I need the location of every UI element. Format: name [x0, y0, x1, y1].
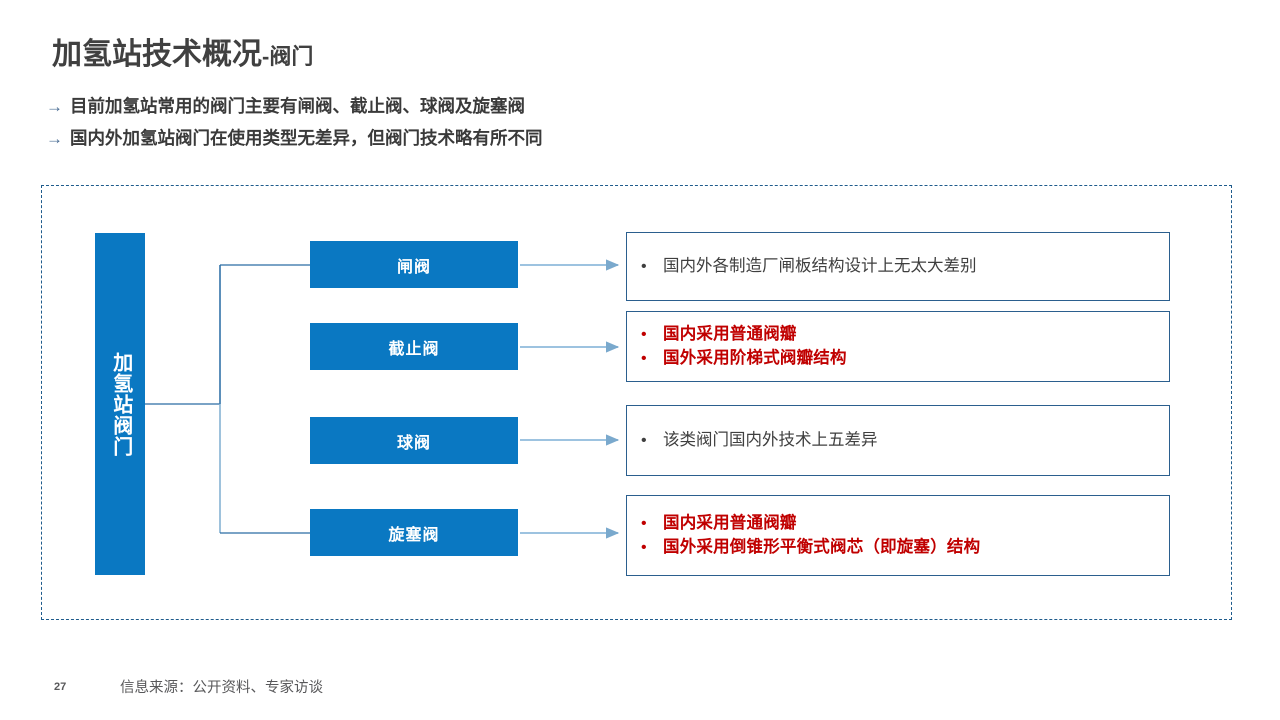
diagram-root-node[interactable]: 加氢站阀门: [95, 233, 145, 575]
header-bullet-2: → 国内外加氢站阀门在使用类型无差异，但阀门技术略有所不同: [46, 128, 543, 149]
category-box-globe-valve[interactable]: 截止阀: [310, 323, 518, 370]
category-label: 旋塞阀: [388, 526, 440, 544]
category-box-ball-valve[interactable]: 球阀: [310, 417, 518, 464]
diagram-container: [41, 185, 1232, 620]
detail-line: • 该类阀门国内外技术上五差异: [641, 429, 1169, 453]
detail-box-globe-valve[interactable]: • 国内采用普通阀瓣 • 国外采用阶梯式阀瓣结构: [626, 311, 1170, 382]
page-number: 27: [54, 681, 67, 693]
detail-line: • 国内采用普通阀瓣: [641, 512, 1169, 536]
bullet-dot-icon: •: [641, 349, 647, 367]
bullet-dot-icon: •: [641, 514, 647, 532]
detail-text: 国内采用普通阀瓣: [663, 513, 797, 532]
header-bullet-1-text: 目前加氢站常用的阀门主要有闸阀、截止阀、球阀及旋塞阀: [70, 96, 525, 116]
page-title-sub: -阀门: [262, 44, 314, 69]
detail-text: 国外采用阶梯式阀瓣结构: [663, 348, 847, 367]
category-box-plug-valve[interactable]: 旋塞阀: [310, 509, 518, 556]
header-bullet-2-text: 国内外加氢站阀门在使用类型无差异，但阀门技术略有所不同: [70, 128, 543, 148]
header-bullet-1: → 目前加氢站常用的阀门主要有闸阀、截止阀、球阀及旋塞阀: [46, 96, 525, 117]
bullet-dot-icon: •: [641, 538, 647, 556]
bullet-dot-icon: •: [641, 325, 647, 343]
category-box-gate-valve[interactable]: 闸阀: [310, 241, 518, 288]
detail-line: • 国内外各制造厂闸板结构设计上无太大差别: [641, 255, 1169, 279]
bullet-dot-icon: •: [641, 431, 647, 449]
page-title-main: 加氢站技术概况: [52, 38, 262, 71]
detail-text: 国内外各制造厂闸板结构设计上无太大差别: [663, 256, 977, 275]
detail-box-gate-valve[interactable]: • 国内外各制造厂闸板结构设计上无太大差别: [626, 232, 1170, 301]
category-label: 闸阀: [396, 258, 431, 276]
page-title: 加氢站技术概况-阀门: [52, 40, 313, 70]
detail-line: • 国内采用普通阀瓣: [641, 323, 1169, 347]
category-label: 截止阀: [388, 340, 440, 358]
diagram-root-label: 加氢站阀门: [109, 351, 132, 457]
detail-text: 该类阀门国内外技术上五差异: [663, 430, 878, 449]
arrow-right-icon: →: [46, 129, 63, 149]
detail-line: • 国外采用倒锥形平衡式阀芯（即旋塞）结构: [641, 536, 1169, 560]
detail-text: 国内采用普通阀瓣: [663, 324, 797, 343]
detail-text: 国外采用倒锥形平衡式阀芯（即旋塞）结构: [663, 537, 981, 556]
source-note: 信息来源：公开资料、专家访谈: [120, 680, 323, 696]
bullet-dot-icon: •: [641, 257, 647, 275]
detail-box-ball-valve[interactable]: • 该类阀门国内外技术上五差异: [626, 405, 1170, 476]
category-label: 球阀: [396, 434, 431, 452]
detail-box-plug-valve[interactable]: • 国内采用普通阀瓣 • 国外采用倒锥形平衡式阀芯（即旋塞）结构: [626, 495, 1170, 576]
detail-line: • 国外采用阶梯式阀瓣结构: [641, 347, 1169, 371]
arrow-right-icon: →: [46, 97, 63, 117]
